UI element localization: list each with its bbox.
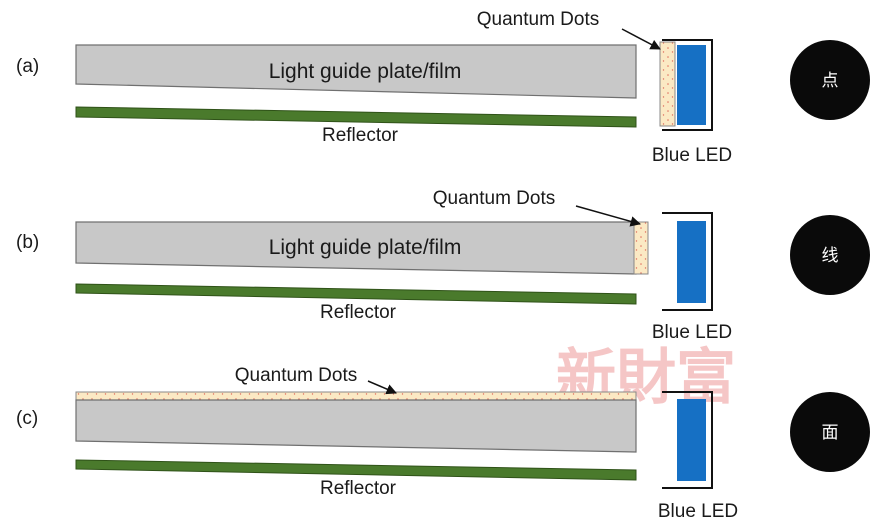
plate-label: Light guide plate/film bbox=[269, 60, 462, 83]
quantum-dots-strip bbox=[659, 41, 676, 127]
quantum-dots-arrow bbox=[575, 205, 642, 227]
led-housing bbox=[662, 391, 713, 489]
type-circle bbox=[790, 215, 870, 295]
panel-b: (b) Light guide plate/film Reflector Qua… bbox=[16, 188, 870, 343]
quantum-dots-label: Quantum Dots bbox=[433, 188, 556, 209]
panel-c-tag: (c) bbox=[16, 408, 38, 429]
quantum-dots-film bbox=[75, 391, 637, 401]
blue-led bbox=[677, 45, 706, 125]
plate-label: Light guide plate/film bbox=[269, 236, 462, 259]
led-housing bbox=[662, 39, 713, 131]
led-housing bbox=[662, 212, 713, 311]
light-guide-plate bbox=[75, 44, 637, 99]
type-circle-text: 面 bbox=[822, 423, 839, 443]
panel-c: (c) Reflector Quantum Dots Blue LED 面 bbox=[16, 365, 870, 522]
blue-led-label: Blue LED bbox=[652, 145, 732, 166]
reflector bbox=[75, 106, 637, 128]
reflector-label: Reflector bbox=[320, 302, 397, 323]
quantum-dots-arrow bbox=[621, 28, 661, 50]
quantum-dots-label: Quantum Dots bbox=[477, 9, 600, 30]
blue-led-label: Blue LED bbox=[652, 322, 732, 343]
blue-led bbox=[677, 399, 706, 481]
reflector-label: Reflector bbox=[320, 478, 397, 499]
type-circle-text: 点 bbox=[822, 71, 839, 91]
panel-a-tag: (a) bbox=[16, 56, 39, 77]
type-circle bbox=[790, 392, 870, 472]
quantum-dots-label: Quantum Dots bbox=[235, 365, 358, 386]
panel-b-tag: (b) bbox=[16, 232, 39, 253]
type-circle bbox=[790, 40, 870, 120]
reflector bbox=[75, 459, 637, 481]
quantum-dots-strip bbox=[633, 221, 649, 275]
light-guide-plate bbox=[75, 399, 637, 453]
blue-led-label: Blue LED bbox=[658, 501, 738, 522]
reflector-label: Reflector bbox=[322, 125, 399, 146]
type-circle-text: 线 bbox=[822, 246, 839, 266]
quantum-dots-arrow bbox=[367, 380, 397, 395]
panel-a: (a) Light guide plate/film Reflector Qua… bbox=[16, 9, 870, 166]
reflector bbox=[75, 283, 637, 305]
blue-led bbox=[677, 221, 706, 303]
